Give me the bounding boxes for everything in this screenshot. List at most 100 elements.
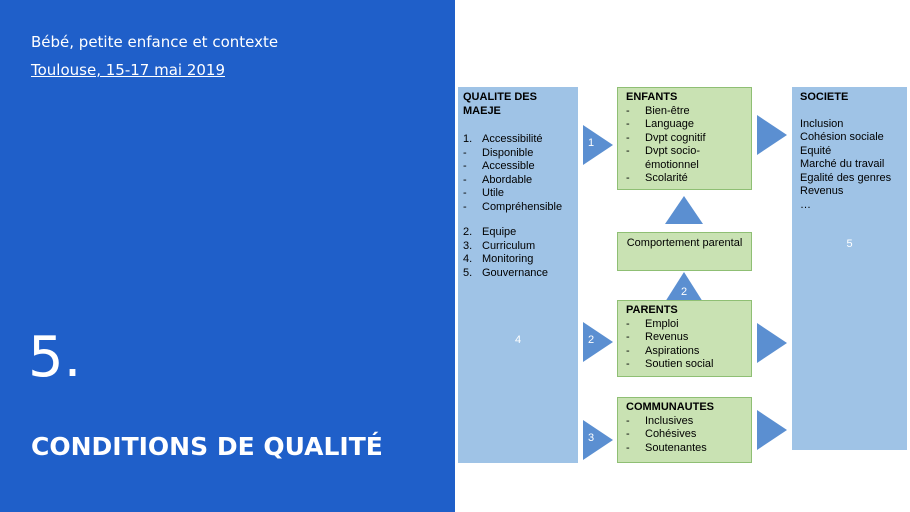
list-item-marker: -: [626, 118, 630, 130]
list-item: - Accessible: [463, 160, 573, 174]
list-item-text: Cohésion sociale: [800, 131, 884, 143]
arrow-communautes-societe: [757, 410, 787, 450]
list-item-text: Inclusion: [800, 117, 844, 130]
list-item-text: Utile: [482, 187, 505, 199]
list-item-marker: -: [626, 441, 630, 454]
arrow-enfants-societe: [757, 115, 787, 155]
list-item-text: Monitoring: [482, 253, 534, 265]
list-item-marker: -: [626, 414, 630, 427]
list-item-text: Compréhensible: [482, 200, 563, 213]
list-item-text: Curriculum: [482, 239, 536, 252]
list-item-marker: -: [463, 173, 467, 186]
list-item-marker: -: [626, 317, 630, 330]
list-item-marker: -: [626, 104, 630, 117]
list-item-text: Language: [645, 118, 694, 130]
list-item-text: Aspirations: [645, 344, 700, 357]
list-item-marker: -: [626, 172, 630, 184]
quality-diagram: 1 2 3 2 QUALITE DES MAEJE 1.Accessibilit…: [455, 0, 910, 512]
list-item: Equité: [800, 145, 899, 159]
list-item-marker: -: [626, 428, 630, 440]
list-item-marker: 2.: [463, 226, 473, 238]
list-item: - Utile: [463, 187, 573, 201]
list-item-text: Revenus: [645, 331, 689, 343]
arrow-up-2-label: 2: [681, 286, 688, 298]
list-item: - Cohésives: [626, 428, 743, 442]
list-item-text: Soutenantes: [645, 441, 707, 454]
parents-list: -Emploi-Revenus-Aspirations-Soutien soci…: [626, 318, 743, 372]
section-title: CONDITIONS DE QUALITÉ: [31, 432, 383, 461]
list-item: -Disponible: [463, 147, 573, 161]
event-date-link[interactable]: Toulouse, 15-17 mai 2019: [31, 61, 225, 79]
list-item-marker: 5.: [463, 266, 473, 279]
list-item-marker: 1.: [463, 133, 473, 145]
list-item-text: Abordable: [482, 173, 533, 186]
societe-box-number: 5: [846, 238, 853, 250]
qualite-box: QUALITE DES MAEJE 1.Accessibilité-Dispon…: [458, 87, 578, 463]
list-item: - Dvpt cognitif: [626, 132, 743, 146]
arrow-1-shape: [583, 125, 613, 165]
list-item-text: Equité: [800, 144, 832, 157]
list-item-text: Accessible: [482, 160, 535, 172]
list-item-marker: -: [626, 131, 630, 144]
list-item: -Scolarité: [626, 172, 743, 186]
arrow-up-parents-comportement: [665, 272, 703, 302]
diagram-arrows: [583, 115, 787, 460]
societe-title: SOCIETE: [800, 91, 849, 103]
list-item: 4. Monitoring: [463, 253, 573, 267]
communautes-title: COMMUNAUTES: [626, 401, 714, 413]
parents-box: PARENTS -Emploi-Revenus-Aspirations-Sout…: [617, 300, 752, 377]
list-item: - Bien-être: [626, 105, 743, 119]
title-panel: Bébé, petite enfance et contexte Toulous…: [0, 0, 455, 512]
list-item: 5.Gouvernance: [463, 267, 573, 281]
list-item: -Soutien social: [626, 358, 743, 372]
enfants-box: ENFANTS - Bien-être - Language - Dvpt cogniti…: [617, 87, 752, 190]
list-item: - Inclusives: [626, 415, 743, 429]
list-item: 1.Accessibilité: [463, 133, 573, 147]
list-item: Egalité des genres: [800, 172, 899, 186]
list-item-marker: -: [463, 160, 467, 172]
list-item-text: Inclusives: [645, 414, 694, 427]
communautes-box: COMMUNAUTES - Inclusives - Cohésives - Souten…: [617, 397, 752, 463]
section-number: 5.: [28, 325, 82, 390]
list-item: - Abordable: [463, 174, 573, 188]
list-item-marker: -: [626, 331, 630, 343]
qualite-list-accessibilite: 1.Accessibilité-Disponible-Accessible-Ab…: [463, 133, 573, 214]
enfants-title: ENFANTS: [626, 91, 678, 103]
event-title: Bébé, petite enfance et contexte: [31, 33, 279, 51]
parents-title: PARENTS: [626, 304, 678, 316]
list-item-text: Cohésives: [645, 428, 697, 440]
list-item: …: [800, 199, 899, 213]
list-item-text: Marché du travail: [800, 158, 885, 170]
list-item-text: Dvpt cognitif: [645, 131, 706, 144]
list-item: - Soutenantes: [626, 442, 743, 456]
arrow-up-comportement-enfants: [665, 196, 703, 224]
arrow-2-label: 2: [588, 334, 595, 346]
arrow-3-label: 3: [588, 432, 595, 444]
comportement-label: Comportement parental: [626, 237, 743, 249]
list-item-text: Equipe: [482, 226, 517, 238]
qualite-title: QUALITE DES MAEJE: [463, 91, 537, 117]
list-item-text: Bien-être: [645, 104, 690, 117]
list-item-marker: -: [626, 145, 630, 157]
list-item: -Emploi: [626, 318, 743, 332]
list-item: 2. Equipe: [463, 226, 573, 240]
list-item: - Aspirations: [626, 345, 743, 359]
list-item-text: Revenus: [800, 185, 844, 197]
list-item-marker: 3.: [463, 239, 473, 252]
list-item-marker: 4.: [463, 253, 473, 265]
list-item-marker: -: [626, 344, 630, 357]
qualite-list-other: 2. Equipe 3. Curriculum 4. Monitoring 5.Gouver…: [463, 226, 573, 280]
list-item-marker: -: [463, 200, 467, 213]
list-item: - Revenus: [626, 331, 743, 345]
list-item: - Compréhensible: [463, 201, 573, 215]
list-item-text: Soutien social: [645, 358, 714, 370]
enfants-list: -Bien-être-Language-Dvpt cognitif-Dvpt s…: [626, 105, 743, 186]
list-item-marker: -: [463, 187, 467, 199]
list-item: Cohésion sociale: [800, 131, 899, 145]
list-item: - Language: [626, 118, 743, 132]
qualite-box-number: 4: [514, 334, 522, 346]
list-item: Revenus: [800, 185, 899, 199]
arrow-parents-societe: [757, 323, 787, 363]
